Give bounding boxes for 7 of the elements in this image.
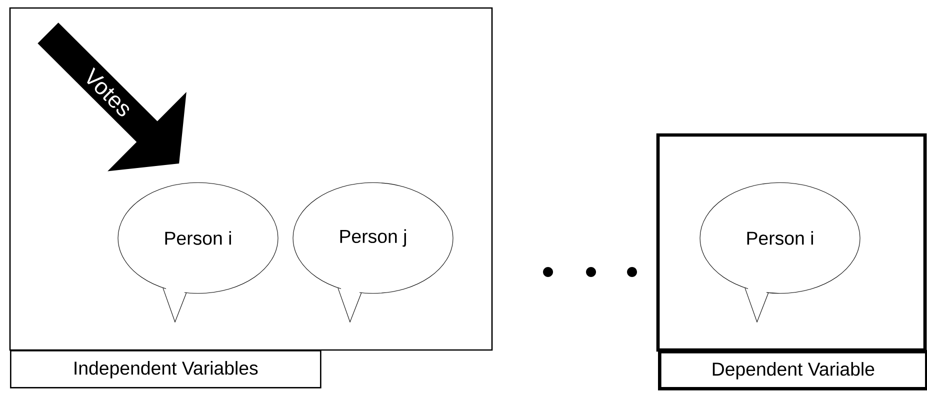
variable-label: Dependent Variable: [658, 350, 927, 390]
variable-frame: [656, 133, 927, 352]
speech-bubble: Person i: [118, 182, 278, 323]
speech-bubble: Person j: [292, 182, 454, 323]
variable-label: Independent Variables: [10, 350, 322, 388]
variable-frame: [9, 7, 493, 351]
speech-bubble: Person i: [700, 182, 860, 323]
